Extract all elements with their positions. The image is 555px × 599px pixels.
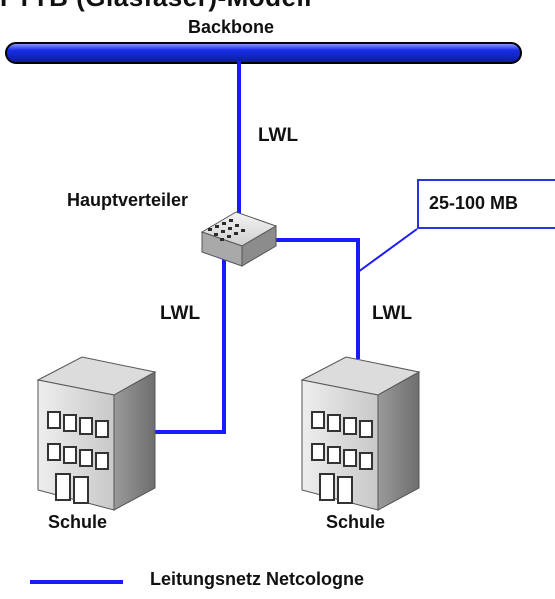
legend-label: Leitungsnetz Netcologne xyxy=(150,569,365,589)
school-building-left xyxy=(36,356,157,511)
school-label-right: Schule xyxy=(326,512,386,532)
line-distributor-school-right xyxy=(266,238,360,359)
backbone-label: Backbone xyxy=(188,17,275,37)
diagram-title: FTTB (Glasfaser)-Modell xyxy=(0,0,312,13)
school-building-right xyxy=(300,356,421,511)
backbone-bar xyxy=(5,42,522,64)
network-lines xyxy=(148,61,360,434)
bandwidth-callout: 25-100 MB xyxy=(417,179,555,229)
callout-connector xyxy=(357,228,418,273)
school-label-left: Schule xyxy=(48,512,108,532)
network-switch-icon xyxy=(200,211,278,267)
bandwidth-callout-text: 25-100 MB xyxy=(429,193,519,213)
link-label-top: LWL xyxy=(258,125,299,146)
distributor-label: Hauptverteiler xyxy=(67,190,189,210)
line-distributor-school-left xyxy=(148,248,226,434)
link-label-right: LWL xyxy=(372,303,413,324)
link-label-left: LWL xyxy=(160,303,201,324)
